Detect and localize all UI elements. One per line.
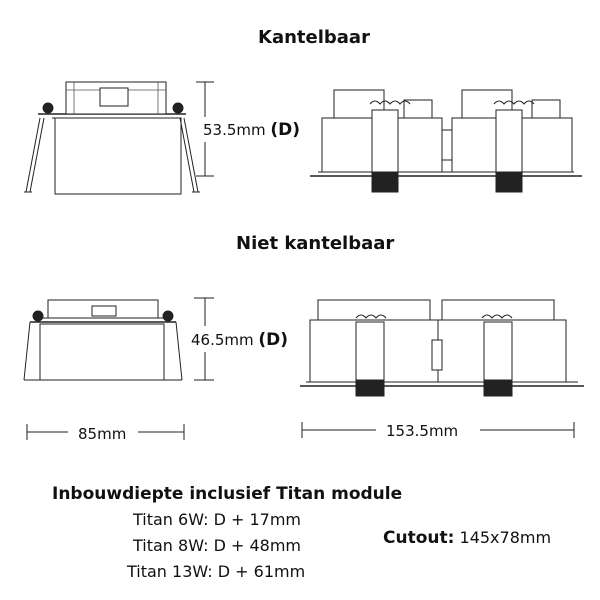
footer-line-6w: Titan 6W: D + 17mm (133, 510, 301, 529)
cutout-value: 145x78mm (459, 528, 552, 547)
cutout-spec: Cutout: 145x78mm (383, 528, 551, 548)
footer-line-13w: Titan 13W: D + 61mm (127, 562, 306, 581)
width-dimension-single (26, 424, 185, 440)
section-title-fixed: Niet kantelbaar (236, 233, 395, 254)
fixed-double-drawing (300, 299, 584, 397)
depth-dimension-fixed (194, 297, 214, 381)
fixed-single-drawing (23, 299, 183, 381)
section-title-tilted: Kantelbaar (258, 27, 370, 48)
width-label-double: 153.5mm (386, 422, 459, 440)
tilted-single-drawing (24, 81, 200, 195)
depth-mark-fixed: (D) (258, 330, 289, 350)
depth-mark-tilted: (D) (270, 120, 301, 140)
depth-label-tilted: 53.5mm (D) (203, 120, 300, 140)
width-label-single: 85mm (78, 425, 127, 443)
cutout-label: Cutout: (383, 528, 455, 548)
depth-dimension-tilted (196, 81, 214, 177)
footer-line-8w: Titan 8W: D + 48mm (133, 536, 301, 555)
footer-heading: Inbouwdiepte inclusief Titan module (52, 484, 403, 504)
depth-value-tilted: 53.5mm (203, 121, 266, 139)
depth-value-fixed: 46.5mm (191, 331, 254, 349)
tilted-double-drawing (310, 89, 582, 193)
depth-label-fixed: 46.5mm (D) (191, 330, 288, 350)
width-dimension-double (301, 422, 575, 438)
